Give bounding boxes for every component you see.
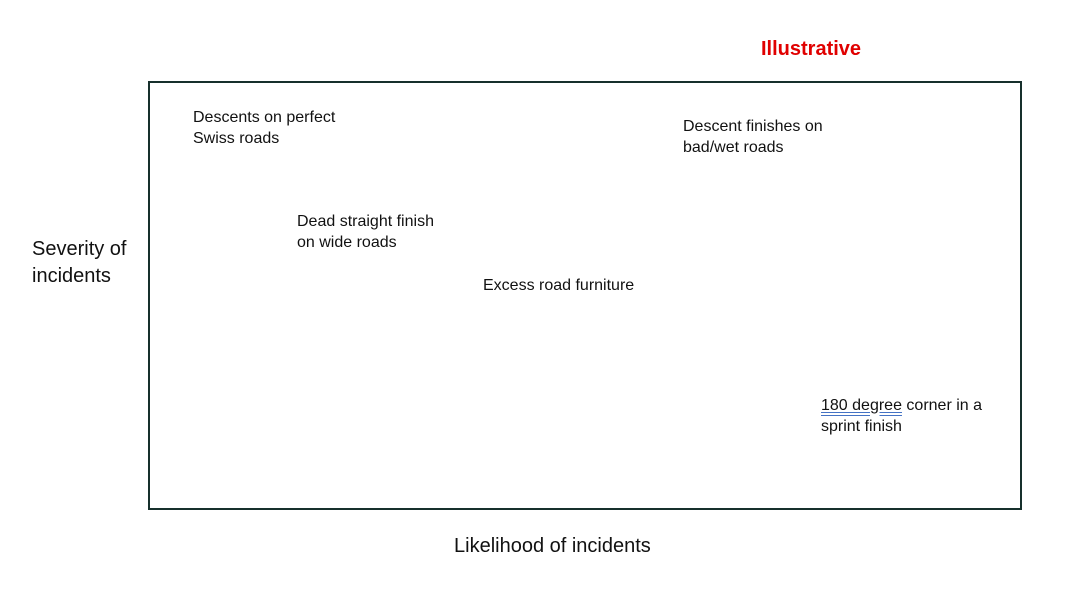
item-line2: bad/wet roads [683,139,784,156]
matrix-frame [148,81,1022,510]
y-axis-label-line1: Severity of [32,238,127,260]
item-180-degree-corner: 180 degree corner in a sprint finish [821,395,982,437]
item-line1: Excess road furniture [483,277,635,294]
illustrative-badge: Illustrative [761,38,862,60]
x-axis-label: Likelihood of incidents [454,535,651,557]
item-line1: Descent finishes on [683,118,823,135]
item-line1-rest: corner in a [901,397,983,414]
item-line1: 180 degree corner in a [821,395,982,416]
y-axis-label-line2: incidents [32,265,111,287]
spellcheck-underlined-text: 180 degree [821,397,902,414]
item-dead-straight-finish: Dead straight finish on wide roads [297,211,434,253]
item-line1: Descents on perfect [193,109,336,126]
item-line2: Swiss roads [193,130,280,147]
item-line1: Dead straight finish [297,213,434,230]
item-descents-swiss-roads: Descents on perfect Swiss roads [193,107,335,149]
y-axis-label: Severity of incidents [32,236,142,290]
item-line2: on wide roads [297,234,397,251]
item-descent-finishes-wet-roads: Descent finishes on bad/wet roads [683,116,823,158]
item-excess-road-furniture: Excess road furniture [483,275,634,296]
item-line2: sprint finish [821,418,902,435]
